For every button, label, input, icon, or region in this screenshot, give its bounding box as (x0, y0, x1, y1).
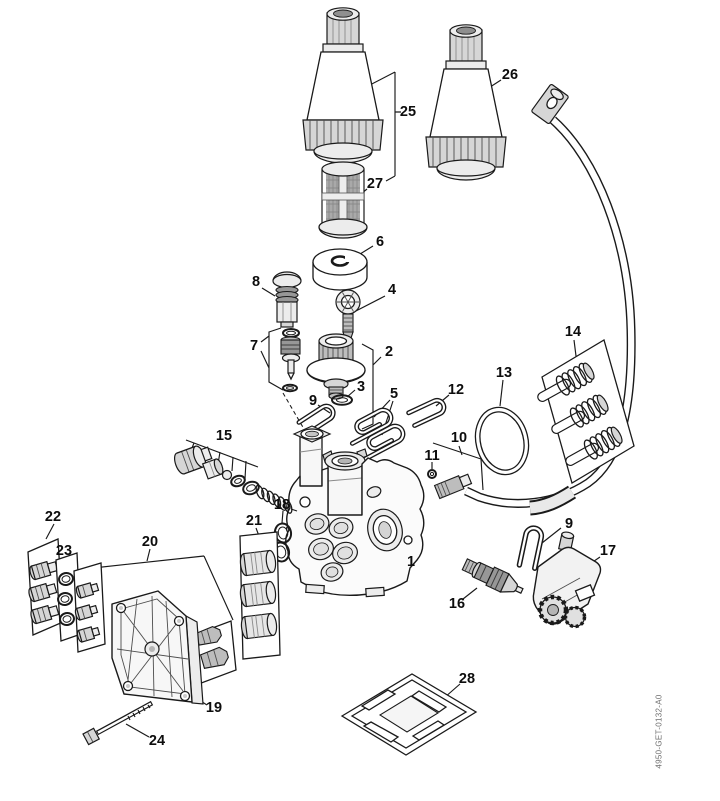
callout-6: 6 (375, 233, 385, 250)
part-filter-27 (318, 161, 368, 239)
callout-3: 3 (356, 378, 366, 395)
part-gasket-28 (340, 673, 478, 756)
part-bolt-24 (82, 700, 154, 746)
callout-22: 22 (44, 508, 62, 525)
callout-24: 24 (148, 732, 166, 749)
callout-25: 25 (399, 103, 417, 120)
part-valve-screw-4 (335, 289, 361, 349)
part-oring-3 (331, 394, 353, 406)
callout-10: 10 (450, 429, 468, 446)
part-valve-kit-7 (280, 328, 301, 393)
part-pump-body-1 (285, 425, 425, 598)
callout-8: 8 (251, 273, 261, 290)
part-valve-8 (272, 271, 302, 328)
callout-21: 21 (245, 512, 263, 529)
callout-23: 23 (55, 542, 73, 559)
callout-17: 17 (599, 542, 617, 559)
callout-16: 16 (448, 595, 466, 612)
part-clip-9b (519, 527, 542, 569)
part-cap-6 (312, 248, 368, 291)
part-oring-11 (427, 469, 437, 479)
callout-12: 12 (447, 381, 465, 398)
callout-4: 4 (387, 281, 397, 298)
callout-11: 11 (424, 447, 440, 464)
callout-5: 5 (389, 385, 399, 402)
callout-7: 7 (249, 337, 259, 354)
callout-9a: 9 (308, 392, 318, 409)
callout-15: 15 (215, 427, 233, 444)
drawing-code: 4950-GET-0132-A0 (654, 694, 664, 769)
part-inlet-connector-25 (302, 7, 384, 164)
part-cover-19 (111, 590, 204, 705)
part-spool-16 (461, 558, 524, 595)
callout-27: 27 (366, 175, 384, 192)
part-seal-kit-15 (173, 445, 298, 514)
part-inlet-connector-26 (425, 24, 507, 181)
part-piston-kit-21 (238, 531, 281, 660)
part-housing-17 (532, 531, 602, 629)
spring-icon (255, 484, 298, 514)
callout-18: 18 (273, 496, 291, 513)
part-hose-10 (433, 83, 636, 516)
callout-28: 28 (458, 670, 476, 687)
part-piston-spring-kit-14 (532, 339, 635, 484)
callout-20: 20 (141, 533, 159, 550)
callout-26: 26 (501, 66, 519, 83)
callout-9b: 9 (564, 515, 574, 532)
part-clip-12 (409, 398, 447, 425)
callout-1: 1 (406, 553, 416, 570)
part-oring-13 (474, 406, 530, 476)
callout-2: 2 (384, 343, 394, 360)
callout-14: 14 (564, 323, 582, 340)
callout-19: 19 (205, 699, 223, 716)
callout-13: 13 (495, 364, 513, 381)
part-kit-20 (73, 562, 237, 686)
